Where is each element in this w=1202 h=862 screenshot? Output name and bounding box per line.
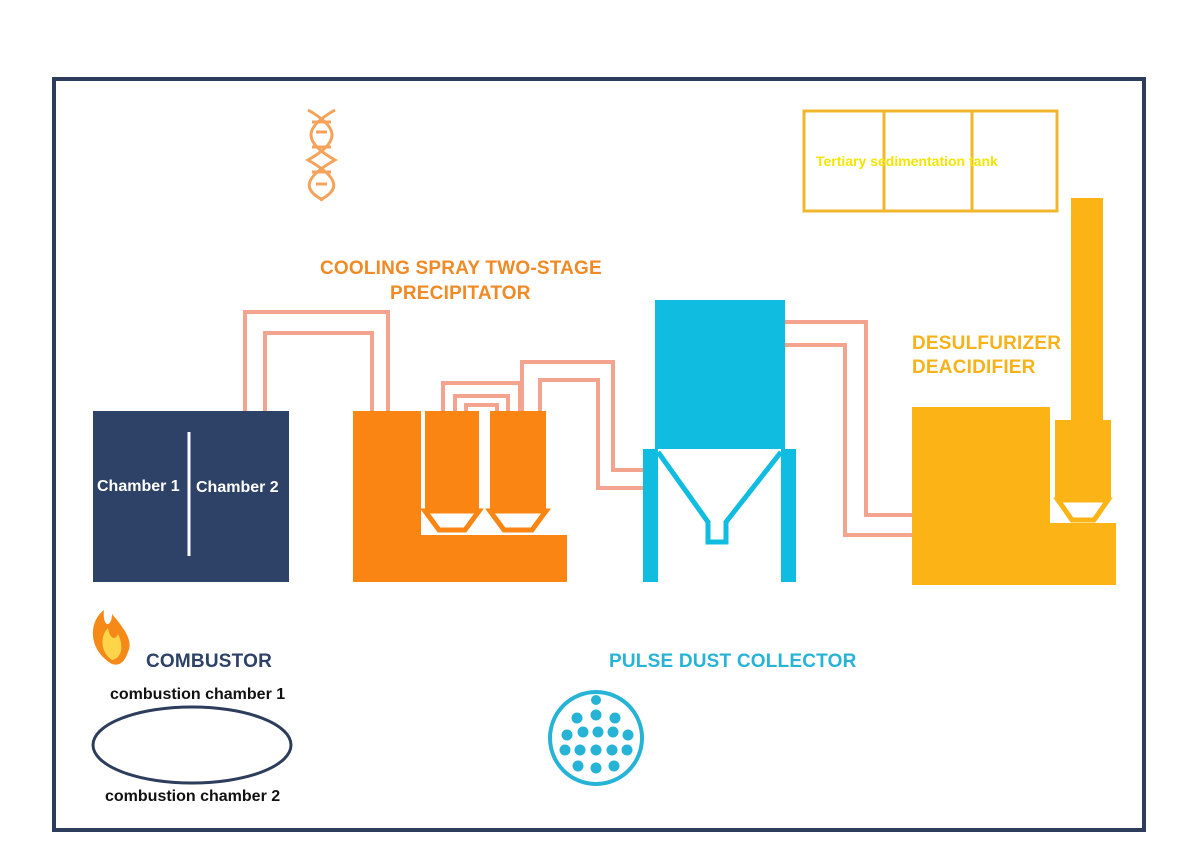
chamber-1-label: Chamber 1 bbox=[97, 478, 180, 495]
pipe-to-deacidifier-outer bbox=[785, 320, 912, 517]
precipitator bbox=[353, 411, 567, 582]
combustor-block bbox=[93, 411, 289, 582]
chamber-2-label: Chamber 2 bbox=[196, 479, 279, 496]
pipe-to-collector-outer bbox=[520, 360, 655, 472]
combustion-chamber-ellipse bbox=[91, 705, 293, 785]
dna-icon bbox=[304, 108, 339, 202]
precipitator-title-line1: COOLING SPRAY TWO-STAGE bbox=[320, 258, 602, 279]
diagram-frame bbox=[52, 77, 1146, 832]
desulfurizer-title-line1: DESULFURIZER bbox=[912, 333, 1062, 354]
pipe-to-collector-inner bbox=[538, 378, 655, 490]
combustion-chamber-2-label: combustion chamber 2 bbox=[105, 788, 281, 805]
pipe-combustor-inner bbox=[263, 331, 374, 412]
combustor-title: COMBUSTOR bbox=[146, 651, 273, 672]
pipes bbox=[243, 310, 912, 537]
pipe-to-deacidifier-inner bbox=[785, 343, 912, 537]
tank-label: Tertiary sedimentation tank bbox=[816, 153, 998, 169]
pipe-combustor-outer bbox=[243, 310, 390, 412]
pulse-dust-collector bbox=[643, 300, 796, 582]
filter-plate-icon bbox=[548, 690, 644, 786]
desulfurizer-title-line2: DEACIDIFIER bbox=[912, 357, 1036, 378]
tertiary-sedimentation-tank bbox=[802, 109, 1059, 213]
desulfurizer-deacidifier bbox=[912, 198, 1116, 585]
pipe-precip-small-mid bbox=[453, 394, 510, 412]
flame-icon bbox=[92, 610, 130, 665]
pulse-dust-collector-title: PULSE DUST COLLECTOR bbox=[609, 651, 857, 672]
precipitator-title-line2: PRECIPITATOR bbox=[390, 283, 531, 304]
pipe-precip-small-inner bbox=[464, 403, 499, 412]
combustion-chamber-1-label: combustion chamber 1 bbox=[110, 686, 286, 703]
